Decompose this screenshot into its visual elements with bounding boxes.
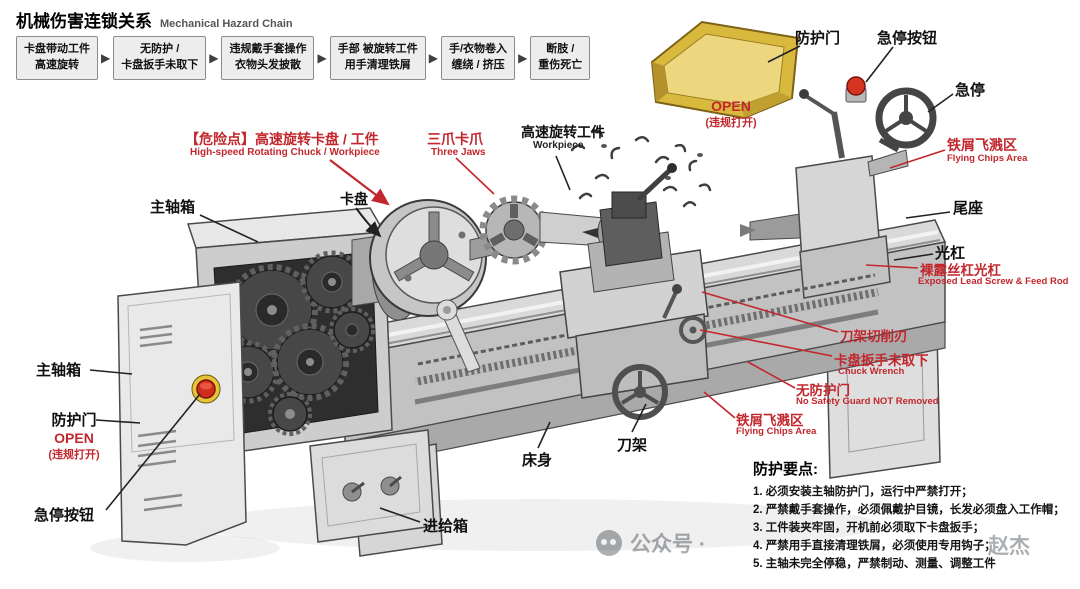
label-estop-right: 急停 (955, 82, 986, 99)
flow-step-2-line2: 卡盘扳手未取下 (121, 58, 199, 71)
chuck-assembly (351, 199, 487, 321)
page-title-en: Mechanical Hazard Chain (160, 18, 293, 30)
label-headstock-left: 主轴箱 (36, 362, 82, 379)
label-headstock-top: 主轴箱 (150, 199, 196, 216)
watermark-left: 公众号 · (596, 528, 706, 558)
label-danger-point-en: High-speed Rotating Chuck / Workpiece (190, 147, 380, 158)
note-item-1: 1. 必须安装主轴防护门，运行中严禁打开； (753, 486, 973, 498)
watermark-right-text: 赵杰 (988, 535, 1030, 558)
flow-step-4-line2: 用手清理铁屑 (344, 58, 411, 71)
label-workpiece-en: Workpiece (533, 140, 584, 151)
label-bed: 床身 (522, 452, 553, 469)
watermark-right: 赵杰 (988, 530, 1030, 560)
label-chips-right-en: Flying Chips Area (947, 153, 1028, 164)
tailstock-handwheel (875, 87, 937, 153)
feed-gearbox (309, 429, 435, 543)
workpiece-assembly (469, 195, 611, 265)
label-three-jaws: 三爪卡爪 (427, 131, 483, 147)
label-open-violation-sub: (违规打开) (705, 117, 757, 129)
headstock (186, 207, 393, 457)
flow-step-3-line1: 违规戴手套操作 (229, 43, 307, 55)
flow-step-6-line2: 重伤死亡 (538, 58, 583, 71)
flow-step-6-line1: 断肢 / (546, 43, 575, 55)
flow-step-1: 卡盘带动工件 高速旋转 (16, 36, 98, 80)
label-chuck-wrench-en: Chuck Wrench (838, 366, 905, 377)
leader-lines-red (329, 149, 946, 419)
flow-arrow-icon: ▶ (101, 50, 111, 65)
chuck-wrench (436, 299, 481, 373)
notes-title: 防护要点: (753, 461, 818, 478)
label-open-violation: OPEN (违规打开) (676, 98, 786, 130)
flow-arrow-icon: ▶ (317, 50, 327, 65)
label-estop-button-top: 急停按钮 (877, 30, 938, 47)
flow-arrow-icon: ▶ (428, 50, 438, 65)
watermark-left-text: 公众号 · (630, 528, 706, 558)
flow-step-4-line1: 手部 被旋转工件 (337, 43, 418, 55)
note-item-5: 5. 主轴未完全停稳，严禁制动、测量、调整工件 (753, 558, 996, 570)
label-cutting-edge: 刀架切削刃 (840, 329, 908, 344)
page-title: 机械伤害连锁关系 (16, 12, 152, 31)
flow-step-1-line2: 高速旋转 (35, 58, 79, 71)
label-estop-left: 急停按钮 (34, 507, 95, 524)
flow-step-3-line2: 衣物头发披散 (234, 58, 301, 71)
chuck-jaws (393, 211, 475, 282)
label-no-guard: 无防护门 (796, 383, 850, 398)
flow-step-5-line1: 手/衣物卷入 (449, 43, 508, 55)
gear (271, 323, 349, 401)
label-guard-left: 防护门 OPEN (违规打开) (30, 409, 118, 462)
label-guard-left-sub: (违规打开) (48, 449, 100, 461)
label-open-violation-main: OPEN (711, 98, 751, 114)
note-item-2: 2. 严禁戴手套操作，必须佩戴护目镜，长发必须盘入工作帽； (753, 504, 1065, 516)
three-jaws (489, 204, 539, 247)
note-item-4: 4. 严禁用手直接清理铁屑，必须使用专用钩子； (753, 540, 996, 552)
carriage-toolpost (559, 163, 709, 420)
flow-step-2-line1: 无防护 / (140, 43, 180, 55)
label-chuck-wrench: 卡盘扳手未取下 (834, 353, 929, 368)
label-chips-lower: 铁屑飞溅区 (736, 413, 804, 428)
hazard-chain-flow: 卡盘带动工件 高速旋转 ▶ 无防护 / 卡盘扳手未取下 ▶ 违规戴手套操作 衣物… (16, 36, 591, 80)
flow-step-3: 违规戴手套操作 衣物头发披散 (221, 36, 315, 80)
flow-step-5: 手/衣物卷入 缠绕 / 挤压 (441, 36, 516, 80)
safety-guard-open (650, 20, 800, 120)
protection-notes: 防护要点: 1. 必须安装主轴防护门，运行中严禁打开； 2. 严禁戴手套操作，必… (753, 458, 1075, 573)
label-exposed-screw-en: Exposed Lead Screw & Feed Rod (918, 276, 1069, 287)
label-no-guard-en: No Safety Guard NOT Removed (796, 396, 939, 407)
label-chuck: 卡盘 (340, 191, 368, 207)
leader-lines-black (89, 45, 954, 523)
label-guard-right: 防护门 (795, 30, 841, 47)
label-chips-right: 铁屑飞溅区 (947, 137, 1017, 153)
title-row: 机械伤害连锁关系 Mechanical Hazard Chain (16, 7, 293, 32)
flow-step-6: 断肢 / 重伤死亡 (530, 36, 591, 80)
gear (268, 392, 312, 436)
flow-arrow-icon: ▶ (518, 50, 528, 65)
tailstock (740, 76, 937, 299)
label-feed-rod: 光杠 (935, 245, 966, 262)
gear (329, 307, 375, 353)
label-tailstock: 尾座 (953, 200, 984, 217)
label-exposed-screw: 裸露丝杠光杠 (920, 263, 1001, 278)
flow-step-4: 手部 被旋转工件 用手清理铁屑 (329, 36, 426, 80)
estop-button-top-right (846, 76, 866, 96)
label-three-jaws-en: Three Jaws (431, 147, 486, 158)
flow-step-2: 无防护 / 卡盘扳手未取下 (113, 36, 207, 80)
label-feed-box: 进给箱 (423, 518, 469, 535)
label-workpiece: 高速旋转工件 (521, 124, 605, 140)
wechat-icon (596, 530, 622, 556)
label-chips-lower-en: Flying Chips Area (736, 426, 817, 437)
label-toolpost: 刀架 (617, 437, 648, 454)
flow-step-5-line2: 缠绕 / 挤压 (451, 58, 505, 71)
flow-step-1-line1: 卡盘带动工件 (24, 43, 90, 55)
label-danger-point: 【危险点】高速旋转卡盘 / 工件 (185, 131, 379, 147)
left-cabinet (117, 281, 247, 546)
label-guard-left-title: 防护门 (51, 412, 97, 429)
label-guard-left-open: OPEN (54, 430, 94, 446)
note-item-3: 3. 工件装夹牢固，开机前必须取下卡盘扳手； (753, 522, 985, 534)
flow-arrow-icon: ▶ (209, 50, 219, 65)
